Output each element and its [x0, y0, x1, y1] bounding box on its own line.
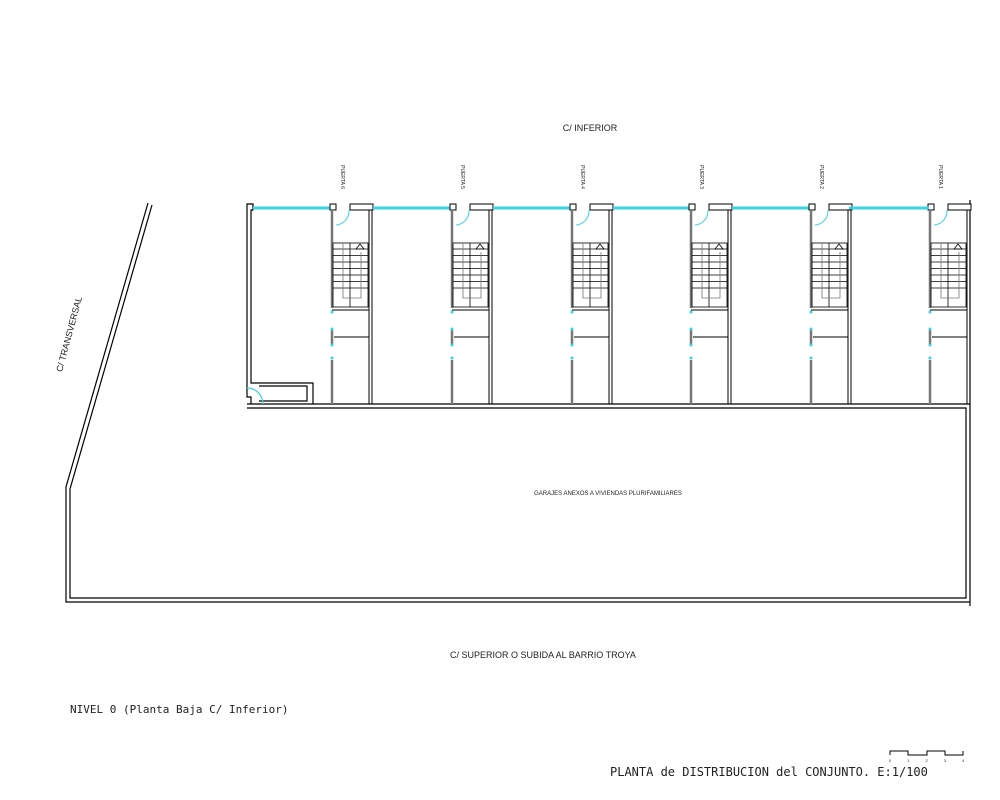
scale-tick-label: 4	[962, 758, 965, 763]
door-jamb-mark	[689, 356, 693, 360]
door-jamb-mark	[570, 310, 574, 314]
garage-outer-wall	[65, 202, 970, 603]
door-label: PUERTA 2	[818, 165, 824, 189]
module-5: PUERTA 5	[373, 165, 494, 404]
level-label: NIVEL 0 (Planta Baja C/ Inferior)	[70, 703, 289, 716]
corner-storage	[259, 385, 308, 402]
scale-tick-label: 3	[944, 758, 947, 763]
door-jamb-mark	[809, 310, 813, 314]
up-arrow-icon	[595, 243, 605, 250]
staircase	[572, 242, 609, 308]
entrance-door-icon	[455, 209, 470, 226]
pillar	[688, 203, 696, 211]
pillar	[569, 203, 577, 211]
door-jamb-mark	[809, 327, 813, 331]
door-jamb-mark	[330, 327, 334, 331]
street-label-left: C/ TRANSVERSAL	[54, 296, 84, 373]
door-jamb-mark	[689, 343, 693, 347]
garage-inner-wall	[69, 204, 967, 599]
module-4: PUERTA 4	[493, 165, 614, 404]
staircase	[930, 242, 967, 308]
entrance-door-icon	[933, 209, 948, 226]
door-jamb-mark	[928, 310, 932, 314]
handrail	[940, 243, 960, 299]
up-arrow-icon	[953, 243, 963, 250]
pillar	[449, 203, 457, 211]
wall-segment	[828, 203, 853, 211]
entrance-door-icon	[575, 209, 590, 226]
door-jamb-mark	[928, 327, 932, 331]
door-jamb-mark	[330, 356, 334, 360]
entrance-door-icon	[694, 209, 709, 226]
scale-tick-label: 1	[907, 758, 910, 763]
pillar	[808, 203, 816, 211]
door-jamb-mark	[450, 343, 454, 347]
door-jamb-mark	[809, 356, 813, 360]
staircase	[452, 242, 489, 308]
up-arrow-icon	[355, 243, 365, 250]
door-label: PUERTA 3	[698, 165, 704, 189]
door-jamb-mark	[928, 356, 932, 360]
door-label: PUERTA 4	[579, 165, 585, 189]
module-3: PUERTA 3	[613, 165, 733, 404]
scale-bar-line	[889, 750, 964, 756]
wall-segment	[349, 203, 374, 211]
entrance-door-icon	[335, 209, 350, 226]
street-label-top: C/ INFERIOR	[563, 123, 618, 133]
staircase	[811, 242, 848, 308]
door-jamb-mark	[330, 343, 334, 347]
walls	[65, 200, 971, 606]
up-arrow-icon	[714, 243, 724, 250]
handrail	[342, 243, 362, 299]
up-arrow-icon	[834, 243, 844, 250]
door-jamb-mark	[450, 327, 454, 331]
module-6: PUERTA 6	[253, 165, 374, 404]
garage-label: GARAJES ANEXOS A VIVIENDAS PLURIFAMILIAR…	[534, 491, 682, 497]
handrail	[821, 243, 841, 299]
drawing-title: PLANTA de DISTRIBUCION del CONJUNTO. E:1…	[610, 765, 928, 779]
handrail	[462, 243, 482, 299]
door-label: PUERTA 5	[459, 165, 465, 189]
door-jamb-mark	[450, 356, 454, 360]
street-label-bottom: C/ SUPERIOR O SUBIDA AL BARRIO TROYA	[450, 650, 636, 660]
door-jamb-mark	[928, 343, 932, 347]
pillar	[329, 203, 337, 211]
door-jamb-mark	[689, 327, 693, 331]
up-arrow-icon	[475, 243, 485, 250]
corner-unit-wall	[246, 203, 314, 404]
entrance-door-icon	[814, 209, 829, 226]
housing-modules: PUERTA 6 PUERTA 5 PUERTA 4 PUERTA 3 PUERTA 2…	[253, 165, 972, 404]
module-2: PUERTA 2	[732, 165, 853, 404]
wall-segment	[589, 203, 614, 211]
door-jamb-mark	[570, 356, 574, 360]
wall-segment	[708, 203, 733, 211]
scale-bar: 0 1 2 3 4	[889, 750, 965, 763]
door-jamb-mark	[330, 310, 334, 314]
door-jamb-mark	[450, 310, 454, 314]
door-label: PUERTA 1	[937, 165, 943, 189]
door-label: PUERTA 6	[339, 165, 345, 189]
door-jamb-mark	[689, 310, 693, 314]
handrail	[701, 243, 721, 299]
door-jamb-mark	[809, 343, 813, 347]
staircase	[332, 242, 369, 308]
door-jamb-mark	[570, 327, 574, 331]
handrail	[582, 243, 602, 299]
module-1: PUERTA 1	[852, 165, 972, 404]
wall-segment	[469, 203, 494, 211]
scale-tick-label: 2	[925, 758, 928, 763]
corner-door-icon	[246, 387, 264, 405]
scale-tick-label: 0	[889, 758, 892, 763]
wall-segment	[947, 203, 972, 211]
door-jamb-mark	[570, 343, 574, 347]
staircase	[691, 242, 728, 308]
